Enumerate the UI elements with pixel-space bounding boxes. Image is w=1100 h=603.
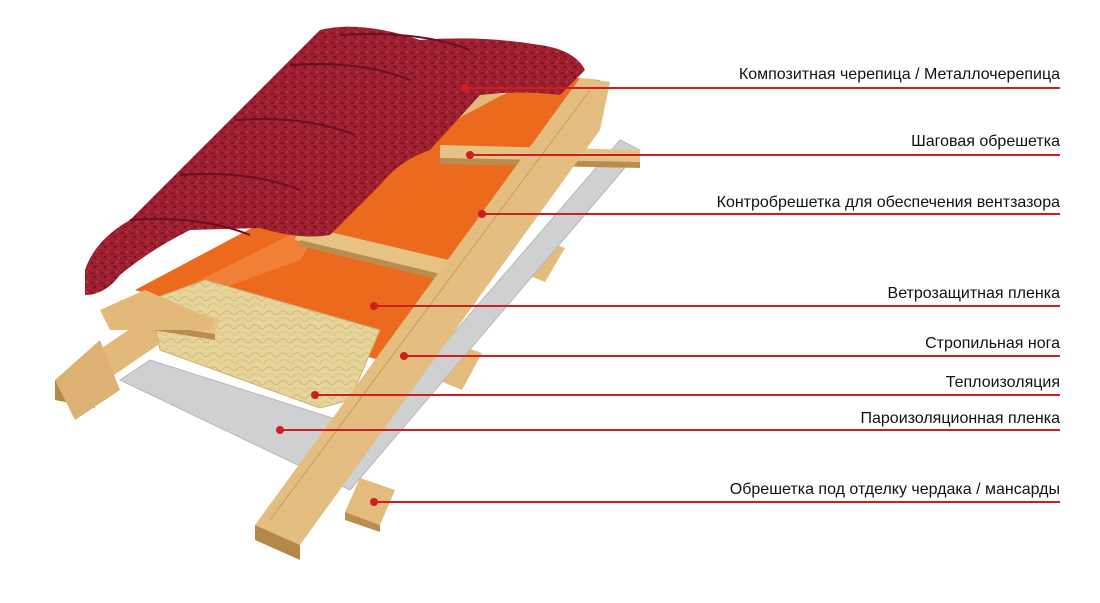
label-step-batten: Шаговая обрешетка <box>911 133 1060 150</box>
label-composite-tile: Композитная черепица / Металлочерепица <box>738 66 1060 83</box>
leader-lines <box>276 84 1060 506</box>
label-rafter: Стропильная нога <box>925 335 1060 352</box>
roof-tiles <box>85 26 585 296</box>
label-vapor-film: Пароизоляционная пленка <box>860 410 1061 427</box>
label-wind-film: Ветрозащитная пленка <box>887 285 1060 302</box>
label-attic-batten: Обрешетка под отделку чердака / мансарды <box>729 481 1060 498</box>
label-counter-batten: Контробрешетка для обеспечения вентзазор… <box>716 194 1060 211</box>
label-insulation: Теплоизоляция <box>945 374 1060 391</box>
